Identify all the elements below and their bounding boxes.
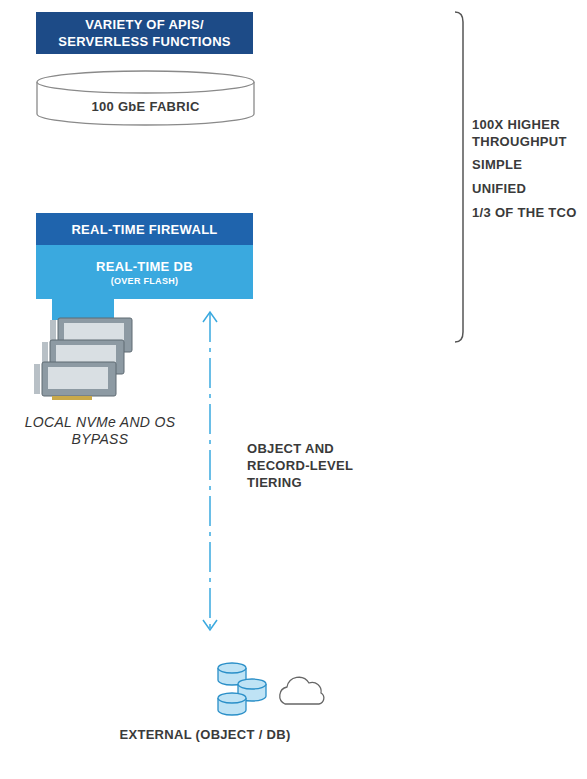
nvme-cards bbox=[34, 318, 132, 400]
tiering-arrow bbox=[203, 312, 217, 630]
label: LOCAL NVMe AND OS BYPASS bbox=[20, 414, 180, 448]
box-title: 100 GbE FABRIC bbox=[91, 98, 199, 115]
cylinder-outline bbox=[36, 70, 255, 126]
database-icon bbox=[218, 663, 266, 715]
label: 1/3 OF THE TCO bbox=[472, 204, 584, 221]
api-box: VARIETY OF APIS/ SERVERLESS FUNCTIONS bbox=[36, 12, 253, 54]
label: EXTERNAL (OBJECT / DB) bbox=[90, 726, 320, 743]
cylinder-top bbox=[37, 71, 254, 93]
cloud-icon bbox=[280, 677, 324, 704]
label: 100X HIGHER THROUGHPUT bbox=[472, 116, 584, 150]
box-title: REAL-TIME FIREWALL bbox=[71, 221, 217, 238]
box-title: REAL-TIME DB bbox=[96, 258, 193, 275]
label: SIMPLE bbox=[472, 156, 584, 173]
db-box: REAL-TIME DB(OVER FLASH) bbox=[36, 245, 253, 299]
firewall-box: REAL-TIME FIREWALL bbox=[36, 213, 253, 245]
label: OBJECT AND RECORD-LEVEL TIERING bbox=[247, 440, 397, 491]
connector-tab bbox=[52, 298, 114, 320]
box-title: VARIETY OF APIS/ SERVERLESS FUNCTIONS bbox=[46, 16, 243, 50]
label: UNIFIED bbox=[472, 180, 584, 197]
bracket bbox=[455, 12, 463, 342]
box-subtitle: (OVER FLASH) bbox=[111, 275, 179, 287]
fabric-cylinder: 100 GbE FABRIC bbox=[36, 70, 255, 126]
